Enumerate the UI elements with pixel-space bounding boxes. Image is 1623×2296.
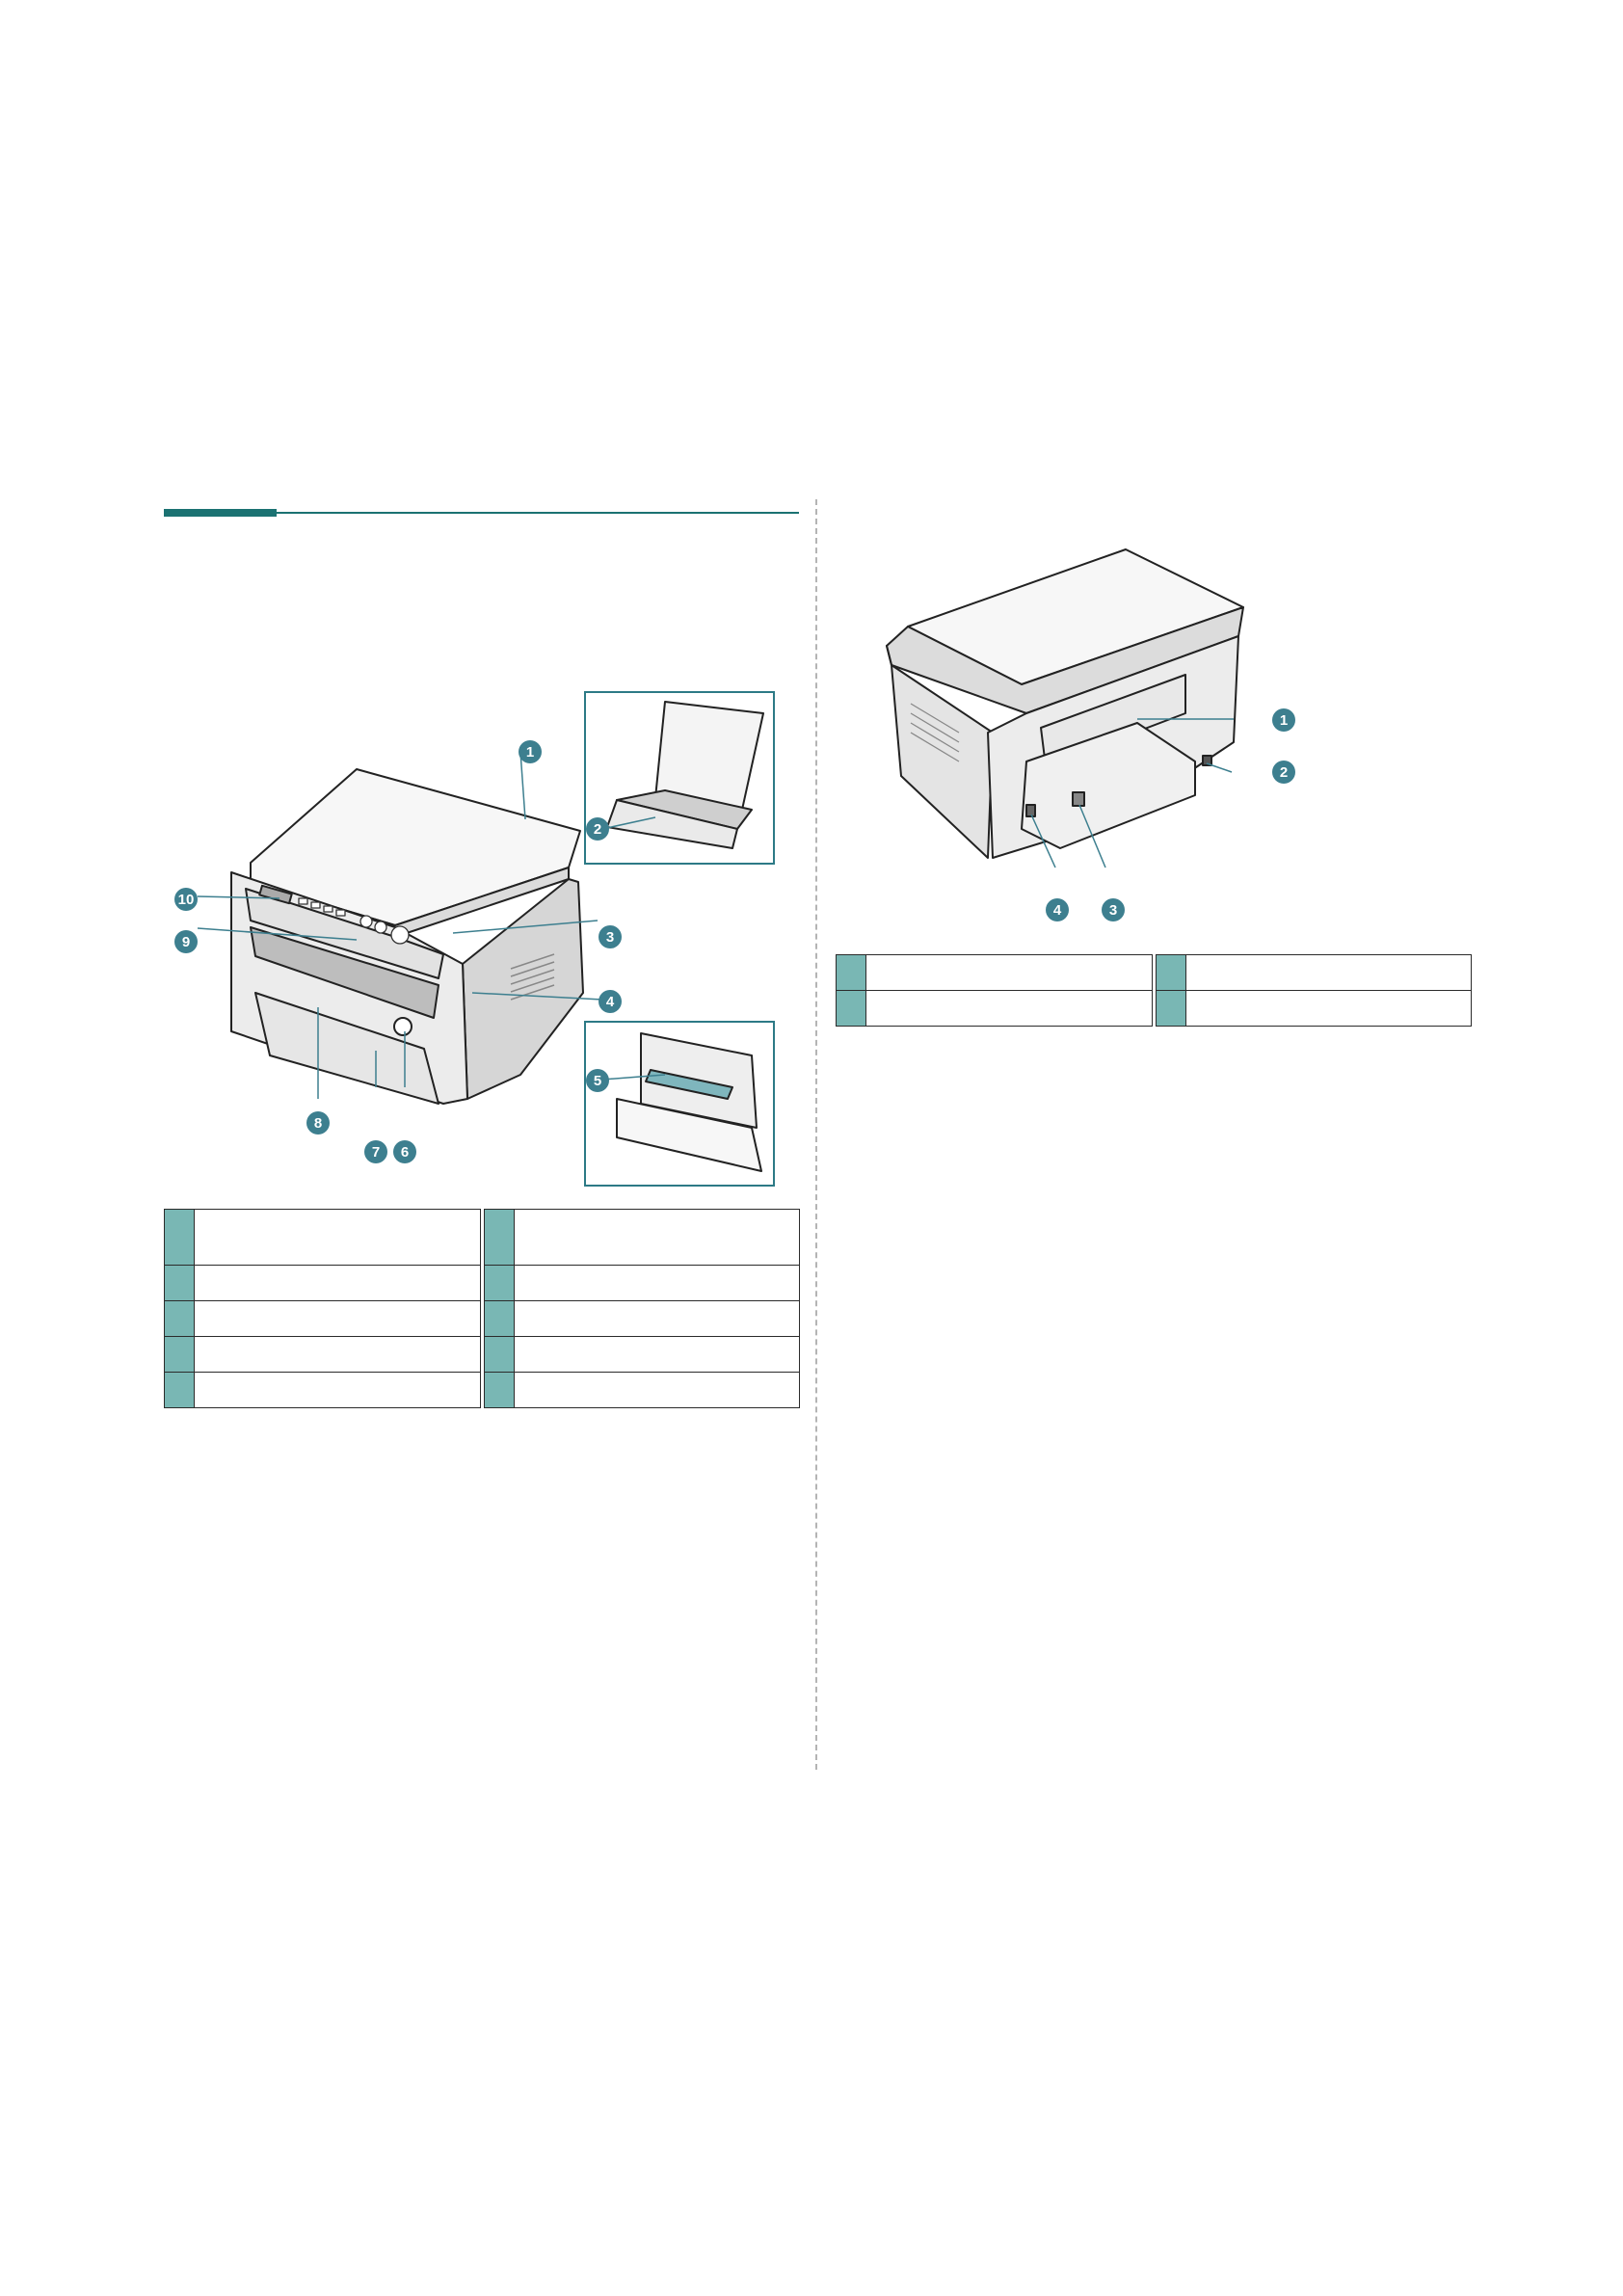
front-callout-5: 5: [586, 1069, 609, 1092]
printer-front-view-figure: [197, 691, 775, 1187]
legend-row: [164, 1300, 800, 1337]
front-view-legend: [164, 1209, 800, 1408]
front-callout-7: 7: [364, 1140, 387, 1163]
legend-text: [513, 1372, 800, 1408]
printer-body-side: [462, 878, 584, 1100]
front-callout-4: 4: [599, 990, 622, 1013]
front-callout-2: 2: [586, 817, 609, 841]
legend-row: [164, 1265, 800, 1301]
legend-text: [513, 1265, 800, 1301]
legend-text: [865, 990, 1153, 1027]
legend-number: [483, 1300, 515, 1337]
legend-number: [164, 1372, 195, 1408]
front-callout-1: 1: [519, 740, 542, 763]
legend-number: [483, 1209, 515, 1266]
front-callout-3: 3: [599, 925, 622, 948]
legend-text: [194, 1336, 481, 1373]
power-socket: [1072, 791, 1085, 807]
legend-number: [1155, 990, 1186, 1027]
side-vents: [510, 953, 555, 1001]
inset-scanner-glass: [584, 691, 775, 865]
legend-row: [164, 1336, 800, 1373]
section-rule: [277, 512, 799, 514]
rear-view-legend: [836, 954, 1472, 1027]
printer-rear-view-figure: [886, 548, 1244, 868]
lcd-display: [258, 884, 293, 905]
power-switch: [1025, 804, 1036, 817]
legend-text: [1184, 990, 1472, 1027]
legend-row: [836, 954, 1472, 991]
rear-paper-tray: [1021, 722, 1196, 849]
output-tray: [250, 926, 439, 1019]
column-divider: [815, 499, 817, 1770]
panel-buttons: [298, 897, 410, 945]
rear-callout-2: 2: [1272, 761, 1295, 784]
legend-text: [194, 1300, 481, 1337]
rear-vents: [910, 703, 960, 762]
legend-text: [865, 954, 1153, 991]
legend-number: [164, 1336, 195, 1373]
section-accent-bar: [164, 509, 277, 517]
rear-callout-3: 3: [1102, 898, 1125, 921]
inset-toner-access: [584, 1021, 775, 1187]
legend-row: [164, 1209, 800, 1266]
legend-row: [836, 990, 1472, 1027]
legend-number: [164, 1209, 195, 1266]
legend-number: [164, 1265, 195, 1301]
legend-text: [513, 1209, 800, 1266]
rear-callout-4: 4: [1046, 898, 1069, 921]
legend-text: [1184, 954, 1472, 991]
legend-text: [194, 1209, 481, 1266]
legend-text: [194, 1265, 481, 1301]
legend-number: [483, 1265, 515, 1301]
callout-leaders: [197, 751, 666, 1099]
rear-side-panel: [886, 645, 994, 859]
legend-number: [483, 1336, 515, 1373]
legend-text: [194, 1372, 481, 1408]
legend-row: [164, 1372, 800, 1408]
legend-number: [836, 990, 866, 1027]
control-panel: [245, 888, 444, 979]
legend-number: [1155, 954, 1186, 991]
front-callout-6: 6: [393, 1140, 416, 1163]
paper-guide-knob: [393, 1017, 412, 1036]
legend-text: [513, 1336, 800, 1373]
front-callout-9: 9: [174, 930, 198, 953]
usb-port: [1202, 755, 1212, 766]
rear-callout-1: 1: [1272, 708, 1295, 732]
legend-number: [483, 1372, 515, 1408]
front-callout-10: 10: [174, 888, 198, 911]
front-callout-8: 8: [306, 1111, 330, 1135]
paper-tray: [254, 992, 439, 1105]
rear-callout-leaders: [1030, 718, 1234, 868]
legend-text: [513, 1300, 800, 1337]
legend-number: [164, 1300, 195, 1337]
legend-number: [836, 954, 866, 991]
